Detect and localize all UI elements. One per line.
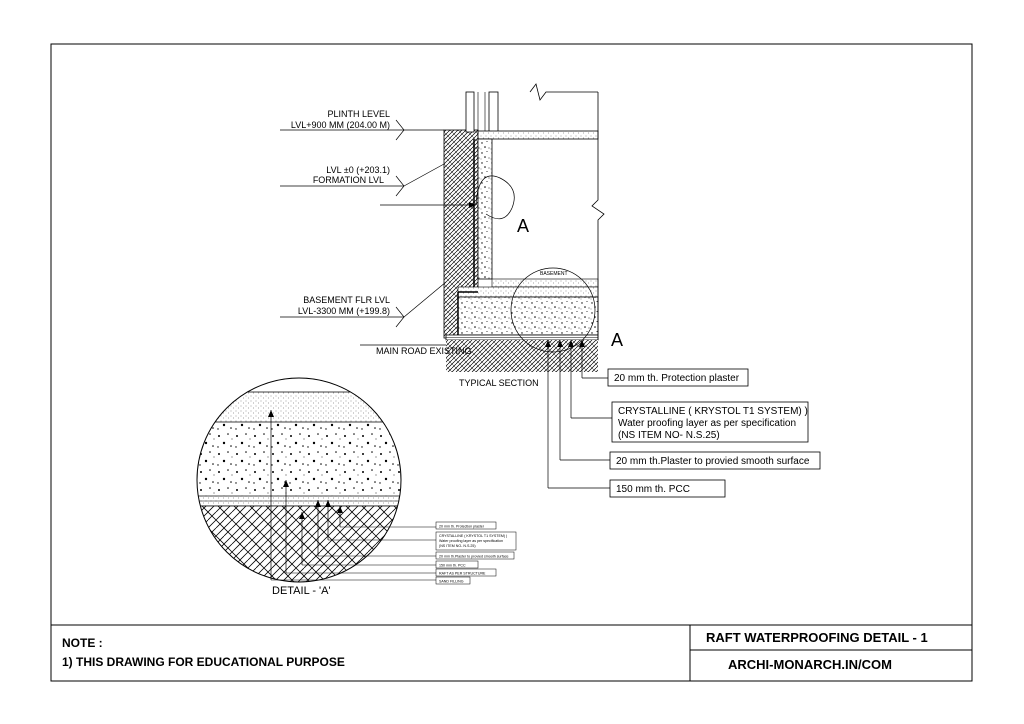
- formation-level-value: LVL ±0 (+203.1): [326, 165, 390, 175]
- callout-crystalline-line2: Water proofing layer as per specificatio…: [618, 418, 796, 429]
- callout-pcc-text: 150 mm th. PCC: [616, 484, 690, 495]
- callout-crystalline-line3: (NS ITEM NO- N.S.25): [618, 430, 720, 441]
- plinth-level-title: PLINTH LEVEL: [327, 109, 390, 119]
- formation-level-title: FORMATION LVL: [313, 175, 384, 185]
- note-heading: NOTE :: [62, 636, 103, 650]
- callout-crystalline-line1: CRYSTALLINE ( KRYSTOL T1 SYSTEM) ): [618, 406, 808, 417]
- detail-a-title: DETAIL - 'A': [272, 585, 331, 597]
- detail-label-raft: RAFT AS PER STRUCTURE: [439, 572, 486, 576]
- note-line: 1) THIS DRAWING FOR EDUCATIONAL PURPOSE: [62, 655, 345, 669]
- callout-smooth-plaster: 20 mm th.Plaster to provied smooth surfa…: [609, 451, 821, 470]
- detail-label-ns-item: (NS ITEM NO- N.S.25): [439, 544, 476, 548]
- callout-smooth-plaster-text: 20 mm th.Plaster to provied smooth surfa…: [616, 456, 810, 467]
- detail-label-sand: SAND FILLING: [439, 580, 464, 584]
- plinth-level-value: LVL+900 MM (204.00 M): [291, 120, 390, 130]
- callout-protection-plaster: 20 mm th. Protection plaster: [607, 368, 749, 387]
- section-marker-a: A: [517, 216, 529, 236]
- main-road-label: MAIN ROAD EXISTING: [376, 346, 472, 356]
- title-block: [51, 624, 972, 681]
- basement-tag: BASEMENT: [540, 271, 568, 277]
- section-marker-a-2: A: [611, 330, 623, 350]
- callout-crystalline: CRYSTALLINE ( KRYSTOL T1 SYSTEM) ) Water…: [611, 401, 809, 443]
- detail-label-crystalline: CRYSTALLINE ( KRYSTOL T1 SYSTEM) ): [439, 534, 507, 538]
- basement-floor-level-title: BASEMENT FLR LVL: [303, 295, 390, 305]
- detail-label-pcc: 150 mm th. PCC: [439, 564, 466, 568]
- detail-a: [196, 377, 517, 585]
- detail-label-protection: 20 mm th. Protection plaster: [439, 525, 485, 529]
- callout-protection-plaster-text: 20 mm th. Protection plaster: [614, 373, 740, 384]
- detail-label-waterproofing: Water proofing layer as per specificatio…: [439, 539, 503, 543]
- basement-floor-level-value: LVL-3300 MM (+199.8): [298, 306, 390, 316]
- typical-section: [280, 83, 612, 489]
- section-caption: TYPICAL SECTION: [459, 378, 539, 388]
- detail-label-smooth-plaster: 20 mm th.Plaster to provied smooth surfa…: [439, 555, 509, 559]
- website-label: ARCHI-MONARCH.IN/COM: [728, 657, 892, 672]
- sheet-border: [50, 43, 973, 682]
- drawing-title: RAFT WATERPROOFING DETAIL - 1: [706, 630, 928, 645]
- callout-pcc: 150 mm th. PCC: [609, 479, 726, 498]
